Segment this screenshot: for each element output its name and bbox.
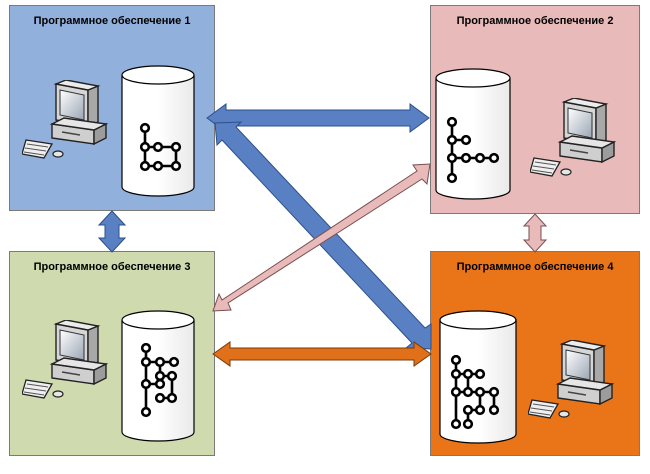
- graph-icon: [446, 116, 500, 184]
- arrow-p1-p2: [206, 103, 430, 133]
- panel-title: Программное обеспечение 3: [33, 261, 191, 273]
- arrow-p1-p3: [97, 210, 127, 253]
- computer-icon: [530, 98, 615, 177]
- computer-icon: [22, 320, 107, 399]
- panel-title: Программное обеспечение 4: [456, 261, 614, 273]
- computer-icon: [528, 340, 613, 419]
- panel-title: Программное обеспечение 2: [456, 15, 614, 27]
- graph-icon: [139, 122, 182, 172]
- panel-title: Программное обеспечение 1: [33, 15, 191, 27]
- arrow-p2-p4: [522, 213, 548, 253]
- arrow-p3-p4: [212, 341, 432, 367]
- database-icon: [435, 68, 511, 200]
- graph-icon: [450, 354, 500, 430]
- database-icon: [121, 65, 195, 197]
- graph-icon: [140, 342, 180, 418]
- computer-icon: [22, 80, 107, 159]
- arrow-p2-p3: [212, 163, 431, 312]
